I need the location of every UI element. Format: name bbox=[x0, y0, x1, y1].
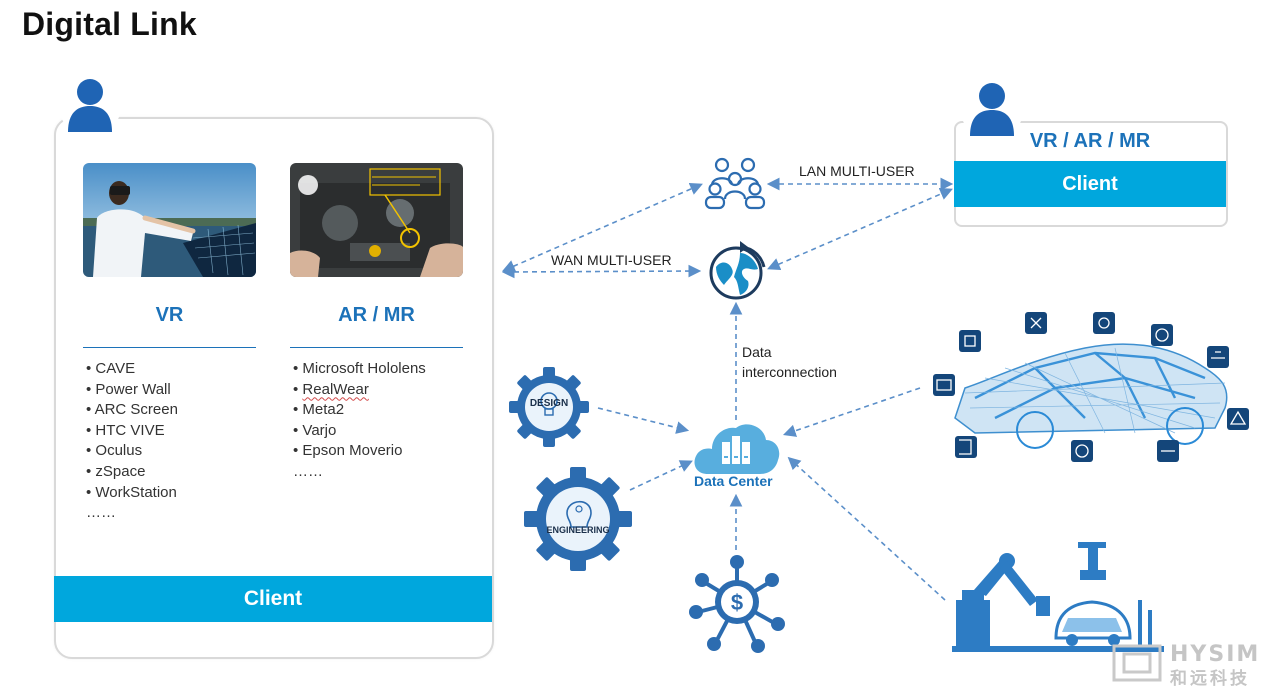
vr-heading: VR bbox=[155, 304, 184, 326]
list-item: • HTC VIVE bbox=[86, 421, 165, 439]
data-center-label: Data Center bbox=[694, 473, 773, 489]
list-item: • ARC Screen bbox=[86, 401, 178, 419]
vr-divider bbox=[83, 347, 256, 348]
hysim-logo-icon bbox=[1112, 644, 1162, 682]
globe-icon bbox=[709, 241, 766, 300]
multi-user-icon bbox=[704, 157, 766, 210]
list-item: • zSpace bbox=[86, 462, 146, 480]
right-client-bar: Client bbox=[954, 161, 1226, 207]
user-avatar-icon bbox=[59, 75, 121, 137]
left-client-bar: Client bbox=[54, 576, 492, 622]
design-gear-icon bbox=[509, 367, 589, 447]
list-item: • WorkStation bbox=[86, 483, 177, 501]
factory-robot-icon bbox=[952, 542, 1164, 652]
arrow-wan-to-client bbox=[767, 187, 953, 271]
list-item: …… bbox=[293, 462, 323, 480]
watermark-brand: HYSIM bbox=[1170, 642, 1261, 667]
vr-list: • CAVE • Power Wall • ARC Screen • HTC V… bbox=[86, 359, 178, 524]
list-item: • Oculus bbox=[86, 442, 143, 460]
list-item: • Epson Moverio bbox=[293, 442, 403, 460]
arrow-engineering-to-dc bbox=[629, 460, 693, 491]
wan-label: WAN MULTI-USER bbox=[551, 252, 672, 268]
watermark-cn: 和远科技 bbox=[1170, 669, 1250, 689]
svg-text:$: $ bbox=[731, 590, 743, 615]
ar-list: • Microsoft Hololens • RealWear • Meta2 … bbox=[293, 359, 426, 483]
list-item: • RealWear bbox=[293, 380, 369, 398]
ar-heading: AR / MR bbox=[338, 304, 415, 326]
list-item: • CAVE bbox=[86, 360, 136, 377]
page-title: Digital Link bbox=[22, 6, 197, 42]
ar-photo bbox=[290, 163, 463, 277]
finance-hub-icon: $ bbox=[689, 555, 785, 653]
list-item: …… bbox=[86, 504, 116, 522]
list-item: • Power Wall bbox=[86, 380, 171, 398]
design-label: DESIGN bbox=[529, 398, 569, 409]
user-avatar-icon bbox=[961, 79, 1023, 141]
list-item: • Microsoft Hololens bbox=[293, 360, 426, 377]
ar-divider bbox=[290, 347, 463, 348]
list-item: • Meta2 bbox=[293, 401, 345, 419]
car-wireframe-icon bbox=[925, 308, 1261, 468]
data-interconnection-label: Data interconnection bbox=[742, 344, 837, 380]
arrow-car-to-dc bbox=[782, 387, 921, 437]
vr-photo bbox=[83, 163, 256, 277]
data-center-icon bbox=[694, 424, 780, 474]
engineering-label: ENGINEERING bbox=[546, 525, 610, 535]
arrow-factory-to-dc bbox=[787, 456, 946, 601]
arrow-design-to-dc bbox=[597, 407, 690, 434]
list-item: • Varjo bbox=[293, 421, 337, 439]
engineering-gear-icon bbox=[524, 467, 632, 571]
right-client-heading: VR / AR / MR bbox=[1029, 130, 1151, 152]
arrow-left-to-wan bbox=[501, 264, 702, 279]
lan-label: LAN MULTI-USER bbox=[799, 163, 915, 179]
